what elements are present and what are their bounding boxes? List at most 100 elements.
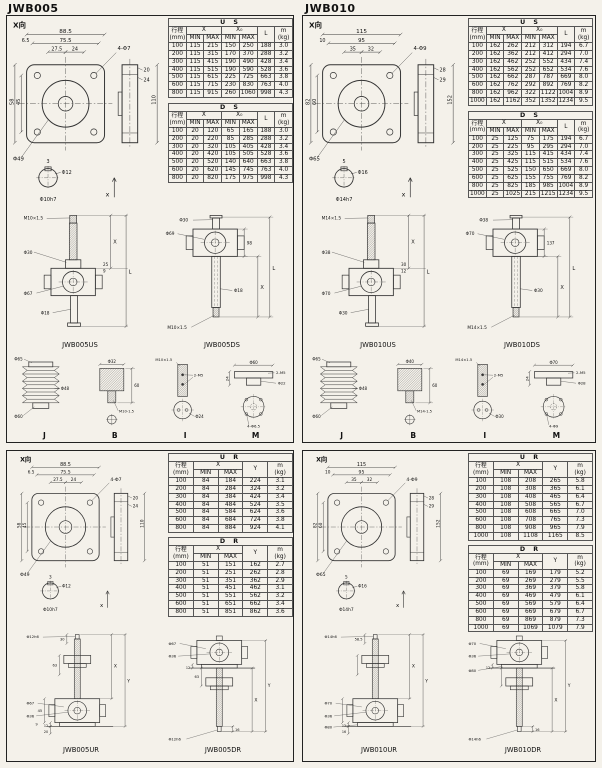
dim-label: 4-Φ7: [110, 477, 121, 483]
dim-label: 3: [46, 159, 49, 165]
table-cell: 100: [468, 134, 487, 144]
dim-label: Φ12: [62, 170, 72, 176]
table-cell: 300: [468, 584, 494, 594]
table-cell: 465: [542, 492, 569, 502]
table-cell: 1000: [468, 623, 494, 633]
accessory-caption: I: [483, 431, 487, 440]
dim-label: L: [572, 266, 575, 272]
table-cell: 115: [185, 73, 205, 83]
column-header: m (kg): [267, 545, 293, 562]
dim-label: Φ67: [24, 291, 33, 297]
table-cell: 684: [217, 516, 244, 526]
dim-label: 75.5: [60, 470, 70, 476]
table-cell: 552: [538, 57, 558, 67]
table-cell: 1162: [503, 96, 523, 106]
table-cell: 69: [492, 592, 519, 602]
dim-label: Φ10h7: [40, 197, 57, 203]
table-cell: 1004: [556, 181, 576, 191]
table-cell: 322: [521, 89, 540, 98]
dim-label: 5: [342, 159, 345, 165]
table-cell: 3.4: [267, 600, 293, 609]
column-subheader: MIN: [485, 126, 505, 136]
table-cell: 851: [217, 607, 244, 617]
table-cell: 3.2: [274, 49, 293, 59]
table-cell: 551: [217, 592, 244, 602]
column-header: m (kg): [274, 26, 293, 44]
table-cell: 115: [185, 49, 205, 59]
table-cell: 25: [485, 134, 505, 144]
table-cell: 300: [468, 57, 487, 67]
table-cell: 215: [203, 42, 223, 51]
table-cell: 524: [242, 500, 269, 510]
table-cell: 265: [542, 477, 569, 486]
table-cell: 4.0: [274, 166, 293, 175]
accessory-caption: M: [251, 431, 260, 440]
table-cell: 400: [468, 65, 487, 75]
dim-label: 28: [429, 495, 435, 500]
table-cell: 2.9: [267, 576, 293, 586]
table-cell: 20: [185, 126, 205, 136]
table-cell: 208: [517, 477, 544, 486]
table-cell: 6.7: [574, 42, 593, 51]
dim-label: Φ30: [179, 217, 188, 223]
table-cell: 125: [503, 134, 523, 144]
table-cell: 600: [168, 516, 194, 526]
table-cell: 1234: [556, 96, 576, 106]
table-cell: 324: [242, 484, 269, 494]
table-cell: 663: [256, 73, 276, 83]
column-subheader: MIN: [492, 469, 519, 479]
table-cell: 800: [468, 615, 494, 625]
dim-label: Φ60: [249, 360, 258, 365]
table-cell: 200: [468, 49, 487, 59]
column-subheader: MIN: [185, 119, 205, 128]
table-cell: 252: [521, 65, 540, 75]
table-cell: 25: [485, 189, 505, 199]
dim-label: Φ69: [166, 231, 175, 237]
table-cell: 534: [556, 65, 576, 75]
table-cell: 652: [538, 65, 558, 75]
dim-label: 28: [440, 68, 446, 74]
column-subheader: MAX: [238, 34, 258, 44]
table-cell: 7.0: [574, 142, 593, 152]
column-subheader: MAX: [203, 119, 223, 128]
table-cell: 924: [242, 524, 269, 533]
table-cell: 4.0: [274, 81, 293, 91]
dim-label: X: [260, 285, 264, 291]
column-header: X₀: [521, 26, 558, 36]
table-cell: 200: [468, 142, 487, 152]
table-cell: 7.0: [574, 49, 593, 59]
table-cell: 3.0: [274, 126, 293, 136]
table-cell: 800: [468, 181, 487, 191]
table-cell: 251: [217, 568, 244, 578]
table-cell: 528: [256, 150, 276, 160]
table-cell: 3.2: [267, 592, 293, 602]
dim-label: Φ65: [309, 156, 320, 162]
table-cell: 188: [256, 42, 276, 51]
table-cell: 608: [517, 508, 544, 518]
table-cell: 6.4: [567, 600, 593, 609]
table-cell: 5.8: [567, 477, 593, 486]
dim-label: Φ30: [534, 288, 543, 294]
table-title: U S: [468, 17, 593, 28]
dim-label: Φ70: [322, 291, 331, 297]
dim-label: M14×1.5: [322, 216, 342, 222]
dim-label: Φ48: [358, 386, 367, 391]
